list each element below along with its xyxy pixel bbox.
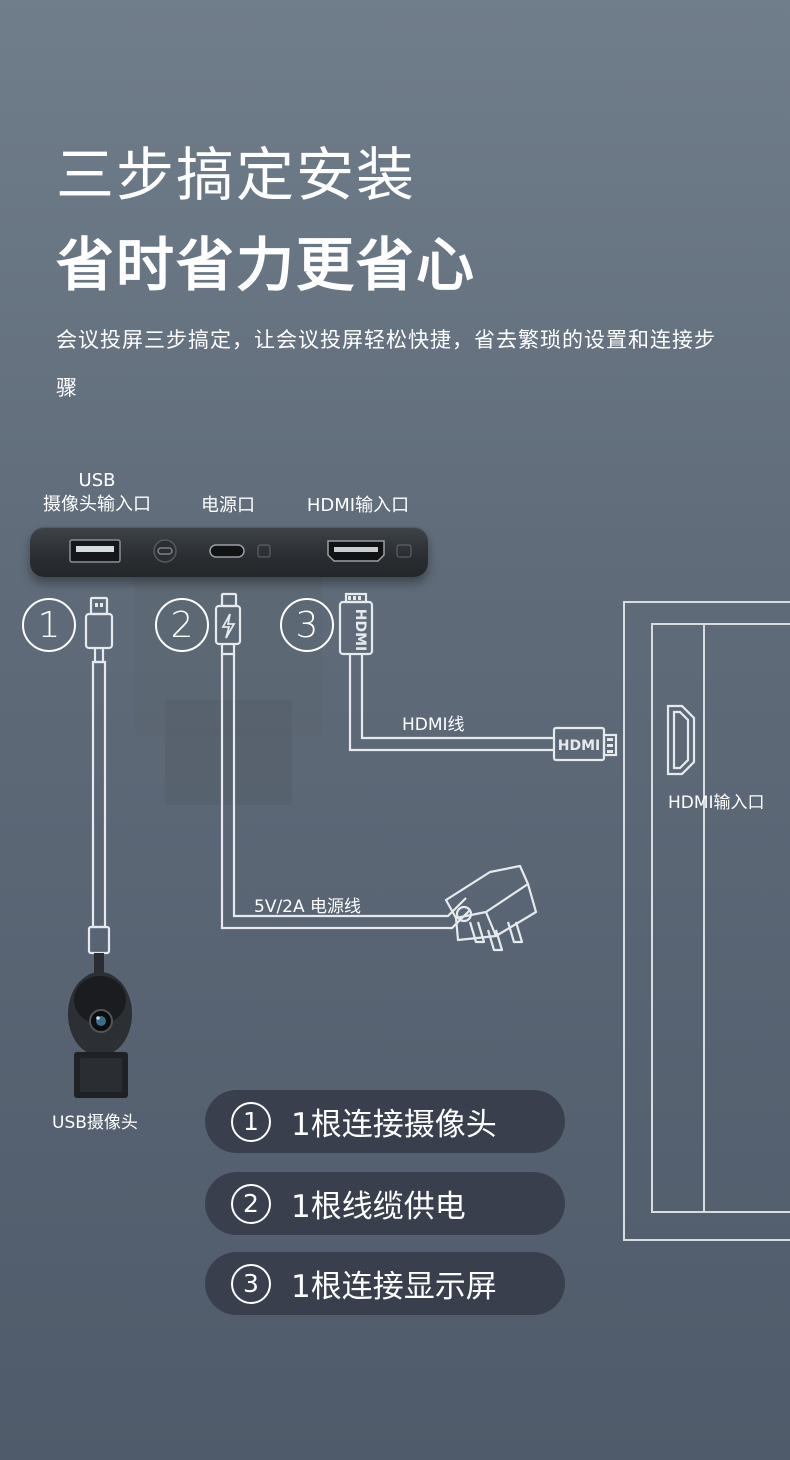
usb-camera-label: USB摄像头 — [52, 1113, 138, 1133]
power-port-label: 电源口 — [201, 495, 255, 516]
usb-plug-contacts — [95, 603, 103, 607]
usb-c-port-icon — [209, 544, 271, 558]
hdmi-plug-vertical-text: HDMI — [352, 609, 368, 651]
description-text: 会议投屏三步搞定，让会议投屏轻松快捷，省去繁琐的设置和连接步骤 — [56, 328, 716, 400]
step-pill-camera: 1 1根连接摄像头 — [205, 1090, 565, 1153]
display-outline — [623, 601, 790, 1241]
usb-camera-image — [68, 953, 132, 1098]
pill-number: 3 — [231, 1263, 271, 1304]
lightning-icon — [221, 613, 236, 639]
pill-text: 1根线缆供电 — [291, 1189, 466, 1225]
display-hdmi-label: HDMI输入口 — [668, 793, 765, 813]
usb-port-label: USB 摄像头输入口 — [38, 469, 156, 517]
power-adapter-icon — [444, 864, 538, 952]
link-port-icon — [153, 539, 177, 563]
step-3-circle: 3 — [280, 598, 334, 652]
hdmi-port-icon — [327, 540, 412, 562]
step-1-circle: 1 — [22, 598, 76, 652]
display-hdmi-port-icon — [666, 704, 696, 776]
hdmi-port-label: HDMI输入口 — [306, 495, 410, 516]
headline-secondary: 省时省力更省心 — [56, 231, 477, 299]
hdmi-plug-horizontal-text: HDMI — [558, 738, 600, 754]
pill-number: 1 — [231, 1101, 271, 1142]
usb-port-icon — [69, 539, 121, 563]
hub-stand-lower — [165, 700, 292, 805]
pill-text: 1根连接显示屏 — [291, 1269, 497, 1305]
hdmi-plug-teeth — [348, 596, 613, 753]
step-pill-display: 3 1根连接显示屏 — [205, 1252, 565, 1315]
step-pill-power: 2 1根线缆供电 — [205, 1172, 565, 1235]
usb-port-label-line2: 摄像头输入口 — [43, 494, 151, 515]
hdmi-cable — [338, 592, 618, 762]
usb-cable — [84, 596, 114, 955]
headline-primary: 三步搞定安装 — [56, 141, 417, 209]
power-cable-label: 5V/2A 电源线 — [254, 897, 362, 917]
step-2-circle: 2 — [155, 598, 209, 652]
pill-text: 1根连接摄像头 — [291, 1107, 497, 1143]
pill-number: 2 — [231, 1183, 271, 1224]
usb-port-label-line1: USB — [78, 470, 116, 491]
power-cable — [214, 592, 471, 930]
hdmi-cable-label: HDMI线 — [402, 715, 465, 735]
